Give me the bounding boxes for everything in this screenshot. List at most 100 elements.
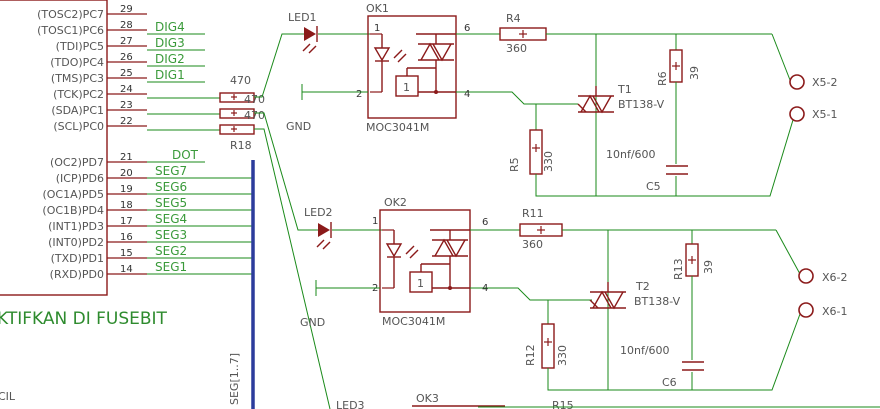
ok1-pin6: 6 (464, 23, 470, 34)
t1-label: T1 (617, 83, 632, 96)
c6-capacitor (682, 361, 704, 371)
ok2-optocoupler (379, 209, 471, 313)
t1-model: BT138-V (618, 98, 665, 111)
mcu-pin-name: (ICP)PD6 (56, 172, 104, 185)
mcu-pin-number: 15 (120, 248, 133, 259)
bus-label: SEG[1..7] (228, 353, 241, 405)
net-label-seg4: SEG4 (155, 212, 187, 226)
r13-value: 39 (702, 260, 715, 274)
channel-1: 1 (300, 15, 500, 119)
t2-triac (589, 282, 626, 310)
ok2-model: MOC3041M (382, 315, 445, 328)
mcu-pin-number: 20 (120, 168, 133, 179)
net-label-seg3: SEG3 (155, 228, 187, 242)
digit-wires (147, 33, 205, 83)
resistor-array-label-3: 470 (244, 109, 265, 122)
mcu-bottom-label: CIL (0, 390, 16, 403)
gnd2-label: GND (300, 316, 325, 329)
microcontroller (0, 0, 108, 296)
net-label-dig4: DIG4 (155, 20, 185, 34)
ok1-logic-symbol: 1 (403, 81, 410, 94)
x6-2-label: X6-2 (822, 271, 848, 284)
c6-label: C6 (662, 376, 677, 389)
c5-label: C5 (646, 180, 661, 193)
net-label-seg6: SEG6 (155, 180, 187, 194)
net-label-seg7: SEG7 (155, 164, 187, 178)
x5-1-terminal (789, 106, 805, 122)
net-label-dig1: DIG1 (155, 68, 185, 82)
x6-2-terminal (798, 268, 814, 284)
led2-diode-icon (318, 223, 330, 237)
ok1-pin2: 2 (356, 89, 362, 100)
net-label-seg5: SEG5 (155, 196, 187, 210)
mcu-pin-name: (OC1B)PD4 (42, 204, 104, 217)
ok2-label: OK2 (384, 196, 407, 209)
led2-label: LED2 (304, 206, 333, 219)
r12-label: R12 (524, 344, 537, 366)
mcu-pin-name: (INT0)PD2 (48, 236, 104, 249)
resistor-array-name: R18 (230, 139, 252, 152)
r12-value: 330 (556, 345, 569, 366)
r6-label: R6 (656, 71, 669, 86)
r5-resistor (529, 129, 543, 175)
mcu-pin-number: 22 (120, 116, 133, 127)
t2-model: BT138-V (634, 295, 681, 308)
mcu-pin-name: (TDO)PC4 (50, 56, 104, 69)
mcu-pin-number: 21 (120, 152, 133, 163)
r11-resistor (519, 223, 563, 237)
t2-label: T2 (635, 280, 650, 293)
mcu-pin-name: (TXD)PD1 (51, 252, 104, 265)
mcu-pin-name: (SCL)PC0 (53, 120, 104, 133)
gnd1-symbol (301, 84, 368, 100)
r6-value: 39 (688, 66, 701, 80)
led1-diode-icon (304, 27, 316, 41)
gnd2-symbol (315, 280, 380, 296)
mcu-pin-name: (TOSC1)PC6 (37, 24, 104, 37)
r12-resistor (541, 323, 555, 369)
mcu-pin-number: 23 (120, 100, 133, 111)
led3-label: LED3 (336, 399, 365, 409)
mcu-body (0, 0, 108, 296)
x6-1-terminal (798, 302, 814, 318)
r4-resistor (499, 27, 547, 41)
r11-value: 360 (522, 238, 543, 251)
mcu-pin-name: (OC1A)PD5 (42, 188, 104, 201)
r13-label: R13 (672, 258, 685, 280)
c5-capacitor (666, 165, 688, 175)
mcu-pin-number: 27 (120, 36, 133, 47)
mcu-pin-name: (INT1)PD3 (48, 220, 104, 233)
mcu-pin-number: 17 (120, 216, 133, 227)
mcu-pin-number: 16 (120, 232, 133, 243)
resistor-array-value: 470 (230, 74, 251, 87)
ok1-label: OK1 (366, 2, 389, 15)
r15-label: R15 (552, 399, 574, 409)
led1-label: LED1 (288, 11, 317, 24)
mcu-pin-name: (TDI)PC5 (56, 40, 104, 53)
ok1-optocoupler (367, 15, 457, 119)
r13-resistor (685, 243, 699, 277)
net-label-dig3: DIG3 (155, 36, 185, 50)
r5-label: R5 (508, 157, 521, 172)
t1-triac (577, 86, 614, 114)
fusebit-note: KTIFKAN DI FUSEBIT (0, 309, 168, 329)
ok2-pin6: 6 (482, 217, 488, 228)
x5-1-label: X5-1 (812, 108, 838, 121)
ok1-model: MOC3041M (366, 121, 429, 134)
x5-2-terminal (789, 74, 805, 90)
mcu-pin-name: (TOSC2)PC7 (37, 8, 104, 21)
resistor-array-label-2: 470 (244, 93, 265, 106)
ok2-pin1: 1 (372, 216, 378, 227)
r4-label: R4 (506, 12, 521, 25)
control-wires (147, 97, 220, 131)
mcu-pin-name: (TMS)PC3 (51, 72, 104, 85)
mcu-pin-number: 28 (120, 20, 133, 31)
x5-2-label: X5-2 (812, 76, 838, 89)
r4-value: 360 (506, 42, 527, 55)
c6-value: 10nf/600 (620, 344, 670, 357)
net-label-seg1: SEG1 (155, 260, 187, 274)
gnd1-label: GND (286, 120, 311, 133)
mcu-pin-number: 25 (120, 68, 133, 79)
mcu-pin-number: 18 (120, 200, 133, 211)
